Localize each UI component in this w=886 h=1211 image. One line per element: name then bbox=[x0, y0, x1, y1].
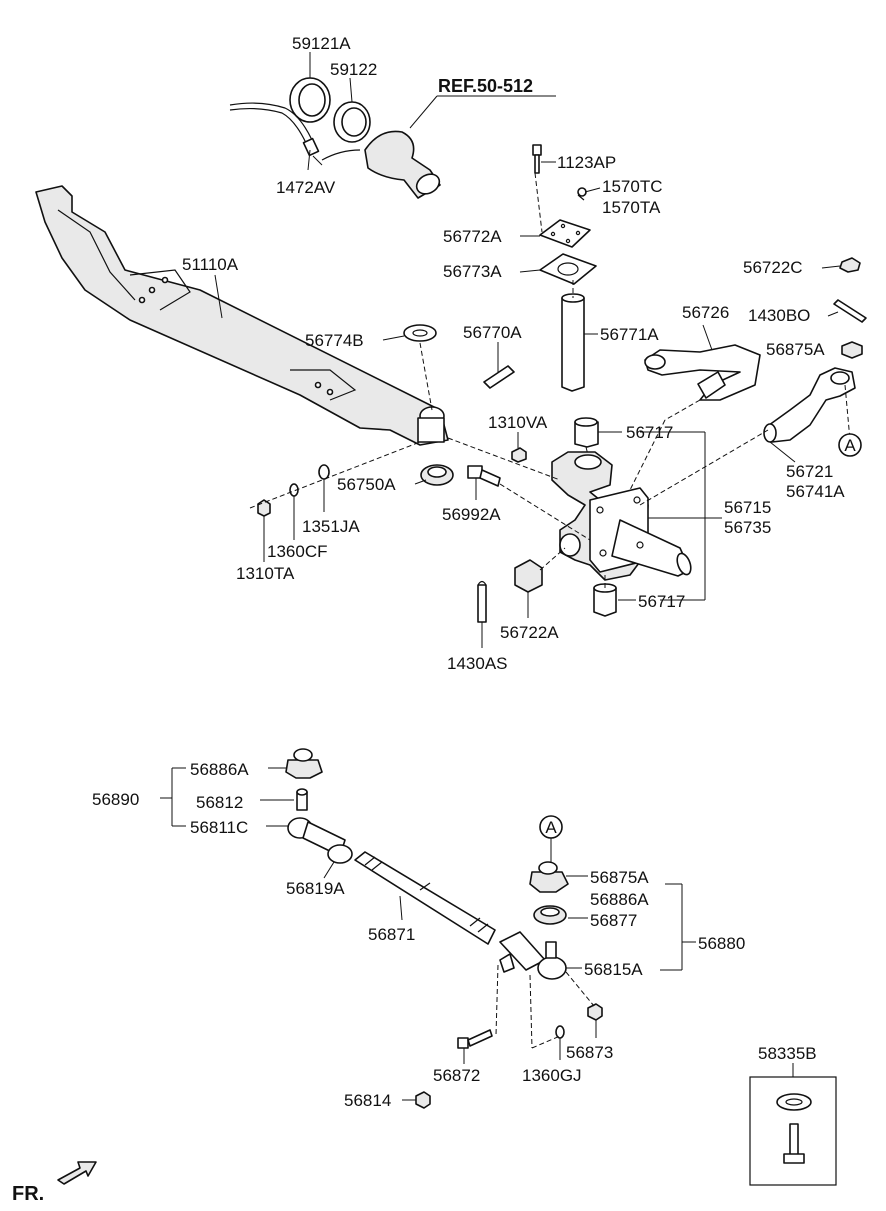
axle-beam bbox=[35, 185, 449, 446]
nut-56873 bbox=[587, 1003, 603, 1021]
label-56773a: 56773A bbox=[443, 262, 502, 281]
label-56875a-bottom: 56875A bbox=[590, 868, 649, 887]
seal-56877 bbox=[533, 905, 567, 925]
label-1351ja: 1351JA bbox=[302, 517, 360, 536]
nut-56814 bbox=[415, 1091, 431, 1109]
label-56811c: 56811C bbox=[190, 818, 248, 837]
leader-lines-top bbox=[214, 52, 841, 648]
brake-hose-assembly bbox=[229, 102, 361, 166]
washer-1360gj bbox=[555, 1025, 565, 1039]
label-56721: 56721 bbox=[786, 462, 833, 481]
label-1310ta: 1310TA bbox=[236, 564, 295, 583]
label-56819a: 56819A bbox=[286, 879, 345, 898]
label-56992a: 56992A bbox=[442, 505, 501, 524]
label-1430as: 1430AS bbox=[447, 654, 508, 673]
nut-1310ta bbox=[257, 499, 271, 517]
label-56735: 56735 bbox=[724, 518, 771, 537]
part-box-58335b bbox=[749, 1063, 837, 1186]
label-56774b: 56774B bbox=[305, 331, 364, 350]
label-56722a: 56722A bbox=[500, 623, 559, 642]
steering-arm-56726 bbox=[644, 344, 761, 401]
pin-1430as bbox=[477, 580, 487, 623]
boot-59121a bbox=[289, 77, 331, 123]
label-56741a: 56741A bbox=[786, 482, 845, 501]
nut-56875a-top bbox=[841, 341, 863, 359]
label-56771a: 56771A bbox=[600, 325, 659, 344]
bolt-56872 bbox=[457, 1029, 493, 1049]
gasket-56773a bbox=[539, 253, 597, 285]
callout-a-bottom-letter: A bbox=[545, 818, 557, 837]
label-56717-bottom: 56717 bbox=[638, 592, 685, 611]
reference-label: REF.50-512 bbox=[438, 76, 533, 96]
label-56877: 56877 bbox=[590, 911, 637, 930]
callout-a-top-letter: A bbox=[844, 436, 856, 455]
leader-lines-bottom bbox=[160, 767, 696, 1101]
callout-a-bottom: A bbox=[539, 815, 563, 862]
fr-label: FR. bbox=[12, 1183, 44, 1205]
label-51110a: 51110A bbox=[182, 255, 239, 274]
label-56717-top: 56717 bbox=[626, 423, 673, 442]
nut-1310va bbox=[511, 447, 527, 463]
nut-56722a bbox=[514, 559, 543, 593]
label-56772a: 56772A bbox=[443, 227, 502, 246]
cover-56772a bbox=[539, 219, 591, 248]
label-56815a: 56815A bbox=[584, 960, 643, 979]
label-56814: 56814 bbox=[344, 1091, 391, 1110]
bushing-56717-bottom bbox=[593, 583, 617, 617]
label-56880: 56880 bbox=[698, 934, 745, 953]
bushing-56717-top bbox=[574, 417, 599, 448]
ball-stud-56812 bbox=[296, 788, 308, 811]
bolt-56992a bbox=[467, 465, 501, 487]
label-56872: 56872 bbox=[433, 1066, 480, 1085]
label-56886a-right: 56886A bbox=[590, 890, 649, 909]
boot-59122 bbox=[333, 101, 371, 143]
label-1310va: 1310VA bbox=[488, 413, 548, 432]
part-labels: 59121A 59122 REF.50-512 1472AV 1123AP 15… bbox=[92, 34, 845, 1110]
bolt-1123ap bbox=[532, 144, 542, 174]
label-56750a: 56750A bbox=[337, 475, 396, 494]
knuckle-arm-56721 bbox=[763, 367, 856, 443]
callout-a-top: A bbox=[838, 433, 862, 457]
label-59121a: 59121A bbox=[292, 34, 351, 53]
steering-knuckle-56715 bbox=[551, 451, 692, 581]
pin-1430bo bbox=[833, 299, 867, 323]
label-1360cf: 1360CF bbox=[267, 542, 327, 561]
label-1570tc: 1570TC bbox=[602, 177, 662, 196]
tie-rod-end-56815a bbox=[537, 941, 567, 980]
ball-joint-cap-56875a-bottom bbox=[529, 861, 569, 893]
label-56722c: 56722C bbox=[743, 258, 803, 277]
nut-56722c bbox=[839, 257, 861, 273]
label-1123ap: 1123AP bbox=[557, 153, 616, 172]
clamp-56872-side bbox=[499, 931, 546, 973]
assembly-lines-top bbox=[249, 172, 851, 588]
tie-rod-tube-56871 bbox=[354, 851, 496, 945]
label-1570ta: 1570TA bbox=[602, 198, 661, 217]
washer-1351ja bbox=[318, 464, 330, 480]
label-56890: 56890 bbox=[92, 790, 139, 809]
label-1472av: 1472AV bbox=[276, 178, 336, 197]
clamp-56819a bbox=[327, 844, 353, 864]
label-56770a: 56770A bbox=[463, 323, 522, 342]
label-1430bo: 1430BO bbox=[748, 306, 810, 325]
label-1360gj: 1360GJ bbox=[522, 1066, 582, 1085]
bearing-56750a bbox=[420, 464, 454, 486]
label-56726: 56726 bbox=[682, 303, 729, 322]
label-56871: 56871 bbox=[368, 925, 415, 944]
label-59122: 59122 bbox=[330, 60, 377, 79]
front-direction-indicator: FR. bbox=[12, 1161, 97, 1205]
ball-joint-cap-56886a-left bbox=[285, 748, 323, 779]
label-56873: 56873 bbox=[566, 1043, 613, 1062]
label-56715: 56715 bbox=[724, 498, 771, 517]
label-56886a-left: 56886A bbox=[190, 760, 249, 779]
assembly-lines-bottom bbox=[495, 964, 595, 1049]
label-56812: 56812 bbox=[196, 793, 243, 812]
screw-1570tc bbox=[577, 187, 587, 201]
pin-56770a bbox=[483, 365, 515, 389]
label-58335b: 58335B bbox=[758, 1044, 817, 1063]
washer-56774b bbox=[403, 324, 437, 342]
king-pin-56771a bbox=[561, 293, 585, 392]
drive-shaft-ref bbox=[364, 95, 556, 199]
label-56875a-top: 56875A bbox=[766, 340, 825, 359]
